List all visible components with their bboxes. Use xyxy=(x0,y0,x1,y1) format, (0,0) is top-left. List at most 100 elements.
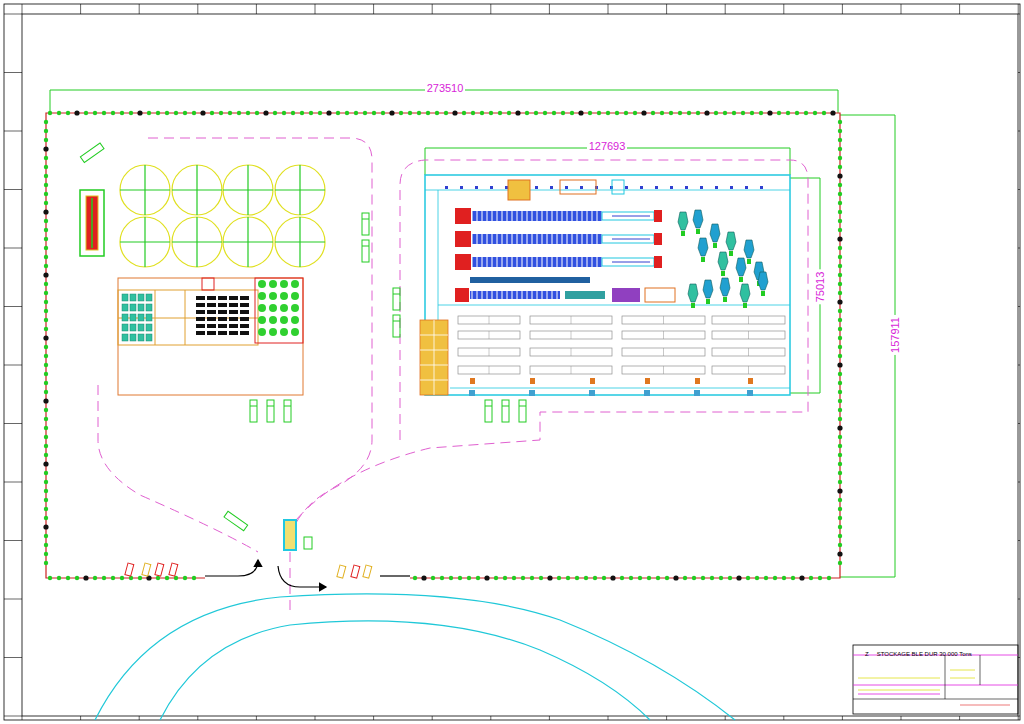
cell xyxy=(138,304,144,311)
door xyxy=(590,378,595,384)
column xyxy=(655,186,658,189)
bin xyxy=(196,324,205,328)
tree-symbol xyxy=(838,516,842,520)
column xyxy=(625,186,628,189)
tree-symbol xyxy=(615,111,619,115)
line xyxy=(472,234,602,244)
column xyxy=(550,186,553,189)
cell xyxy=(146,304,152,311)
tree-symbol xyxy=(426,111,430,115)
tree-symbol xyxy=(489,111,493,115)
tree-symbol xyxy=(606,111,610,115)
frame-tick xyxy=(4,599,22,600)
bin xyxy=(196,317,205,321)
tree-symbol xyxy=(838,183,842,187)
tree-symbol xyxy=(138,576,142,580)
frame-tick xyxy=(22,4,23,14)
equipment xyxy=(696,229,700,234)
tree-symbol xyxy=(838,462,842,466)
storage-cell xyxy=(489,316,490,324)
tree-symbol xyxy=(557,576,561,580)
tree-symbol xyxy=(44,516,48,520)
frame-tick xyxy=(725,716,726,720)
truck xyxy=(519,406,526,407)
storage-cell xyxy=(571,316,572,324)
equipment xyxy=(701,257,705,262)
tree-symbol xyxy=(43,272,48,277)
equipment xyxy=(698,238,708,256)
internal-roads xyxy=(98,138,808,612)
tree-symbol xyxy=(93,111,97,115)
silos xyxy=(120,165,325,267)
cell xyxy=(291,316,299,324)
storage-cell xyxy=(458,348,520,356)
cell xyxy=(258,328,266,336)
tree-symbol xyxy=(838,264,842,268)
tree-symbol xyxy=(273,111,277,115)
bin xyxy=(240,296,249,300)
tree-symbol xyxy=(44,219,48,223)
storage-cell xyxy=(748,348,749,356)
silo-building xyxy=(118,278,303,395)
frame-tick xyxy=(1018,482,1020,483)
frame-tick xyxy=(959,4,960,14)
frame-tick xyxy=(432,716,433,720)
tree-symbol xyxy=(458,576,462,580)
tree-symbol xyxy=(43,398,48,403)
frame-tick xyxy=(256,716,257,720)
tree-symbol xyxy=(791,576,795,580)
tree-symbol xyxy=(57,111,61,115)
machine xyxy=(645,288,675,302)
tree-symbol xyxy=(838,498,842,502)
tree-symbol xyxy=(838,480,842,484)
tree-symbol xyxy=(120,576,124,580)
tree-symbol xyxy=(692,576,696,580)
tree-symbol xyxy=(43,524,48,529)
machine xyxy=(654,256,662,268)
tree-symbol xyxy=(660,111,664,115)
tree-symbol xyxy=(345,111,349,115)
tree-symbol xyxy=(838,345,842,349)
storage-cell xyxy=(571,331,572,339)
tree-symbol xyxy=(597,111,601,115)
equipment xyxy=(723,297,727,302)
tree-symbol xyxy=(75,576,79,580)
bin xyxy=(229,331,238,335)
tree-symbol xyxy=(156,576,160,580)
frame-tick xyxy=(1018,716,1019,720)
cell xyxy=(138,334,144,341)
tree-symbol xyxy=(44,417,48,421)
storage-cell xyxy=(622,348,705,356)
tree-symbol xyxy=(192,576,196,580)
tree-symbol xyxy=(838,399,842,403)
tree-symbol xyxy=(84,111,88,115)
line xyxy=(602,258,654,266)
equipment xyxy=(761,291,765,296)
storage-cell xyxy=(530,348,612,356)
door xyxy=(747,390,753,396)
line xyxy=(565,291,605,299)
tree-symbol xyxy=(584,576,588,580)
tree-symbol xyxy=(44,228,48,232)
frame-tick xyxy=(373,4,374,14)
tree-symbol xyxy=(435,111,439,115)
tree-symbol xyxy=(838,282,842,286)
cell xyxy=(138,324,144,331)
line xyxy=(470,291,560,299)
frame-tick xyxy=(901,4,902,14)
truck xyxy=(393,315,400,337)
frame-tick xyxy=(1018,423,1020,424)
bin xyxy=(218,296,227,300)
bin xyxy=(207,303,216,307)
tree-symbol xyxy=(480,111,484,115)
bin xyxy=(207,296,216,300)
tree-symbol xyxy=(838,129,842,133)
machine xyxy=(455,208,471,224)
tree-symbol xyxy=(44,237,48,241)
silo-axis xyxy=(144,165,145,215)
truck xyxy=(362,246,369,247)
equipment xyxy=(758,272,768,290)
silo-axis xyxy=(299,165,300,215)
equipment xyxy=(739,277,743,282)
tree-symbol xyxy=(838,507,842,511)
